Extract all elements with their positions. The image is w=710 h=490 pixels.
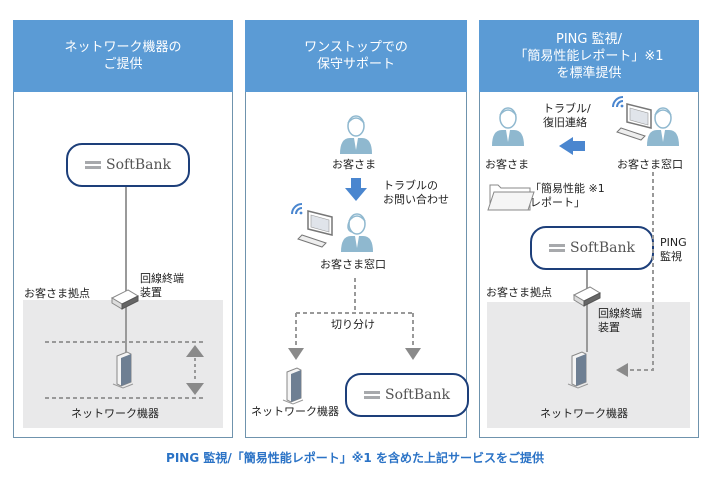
footer-caption: PING 監視/「簡易性能レポート」※1 を含めた上記サービスをご提供 [166,451,544,465]
softbank-label: SoftBank [106,157,171,173]
customer-label: お客さま [485,158,529,171]
softbank-logo-icon [85,161,102,169]
site-label: お客さま拠点 [24,287,90,300]
customer-label: お客さま [332,158,376,171]
device-label: ネットワーク機器 [540,407,628,420]
softbank-logo-icon [364,391,381,399]
device-label: ネットワーク機器 [71,407,159,420]
softbank-label: SoftBank [570,240,635,256]
ping-label: PING 監視 [660,236,687,263]
panel-header: ワンストップでの 保守サポート [245,20,467,92]
site-label: お客さま拠点 [486,286,552,299]
device-label: ネットワーク機器 [251,405,339,418]
notify-label: トラブル/ 復旧連絡 [543,102,591,129]
panel-header: ネットワーク機器の ご提供 [13,20,233,92]
panel-header: PING 監視/ 「簡易性能レポート」※1 を標準提供 [479,20,699,92]
customer-site-area [487,302,690,428]
softbank-node: SoftBank [530,226,654,270]
ont-label: 回線終端 装置 [598,307,642,334]
softbank-label: SoftBank [385,387,450,403]
report-label: 「簡易性能 ※1 レポート」 [530,182,605,209]
softbank-node: SoftBank [345,373,469,417]
softbank-logo-icon [549,244,566,252]
ont-label: 回線終端 装置 [140,272,184,299]
inquiry-label: トラブルの お問い合わせ [383,179,449,206]
softbank-node: SoftBank [66,143,190,187]
support-desk-label: お客さま窓口 [320,258,386,271]
isolation-label: 切り分け [331,318,375,331]
support-desk-label: お客さま窓口 [617,158,683,171]
